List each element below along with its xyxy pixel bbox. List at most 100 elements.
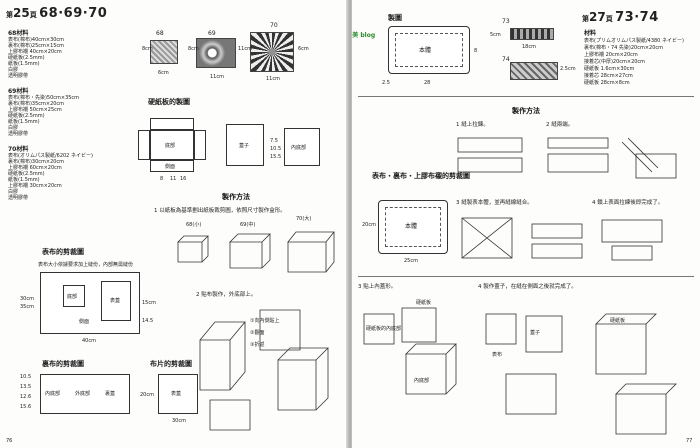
fabric-cut-lid: 表蓋 xyxy=(101,281,131,321)
right-step-4: 4 鎖上表面拉練後即完成了。 xyxy=(592,200,664,206)
right-step-1: 1 縫上拉鍊。 xyxy=(456,122,489,128)
right-cut-inner xyxy=(385,207,441,247)
right-label-cardboard-1: 硬紙板 xyxy=(416,300,432,306)
right-bottom-step-3: 3 貼上內蓋形。 xyxy=(358,284,397,290)
diagram-side-bottom: 側面 xyxy=(150,160,194,172)
material-line: 表布(棉布・先染)50cm×35cm xyxy=(8,95,80,101)
right-label-inner-cardboard: 硬紙板的內底部 xyxy=(366,326,402,332)
lining-dim-156: 15.6 xyxy=(20,404,32,410)
diagram-bottom-panel: 底部 xyxy=(150,130,194,160)
material-line: 硬紙板 28cm×8cm xyxy=(584,80,630,86)
photo-box-70 xyxy=(250,32,294,72)
right-bottom-step-4: 4 製作蓋子，在縫在側面之後就完成了。 xyxy=(478,284,577,290)
left-project-numbers: 68·69·70 xyxy=(39,6,108,21)
diagram-dim-75: 7.5 xyxy=(270,138,278,144)
fabric-cut-note: 表布大小依據要求加上縫份，內部無需縫份 xyxy=(38,262,134,268)
material-line: 表布(プリムオリムパス製紙/4380 ネイビー) xyxy=(584,38,684,44)
lining-dim-135: 13.5 xyxy=(20,384,32,390)
material-line: 紙板(1.5mm) xyxy=(8,119,40,125)
diagram-dim-105: 10.5 xyxy=(270,146,282,152)
right-diagram-title: 製圖 xyxy=(388,14,402,22)
photo-label-68: 68 xyxy=(156,30,164,37)
step-2-text: 2 貼布製作，外底部上。 xyxy=(196,292,257,298)
material-line: 透明膠帶 xyxy=(8,73,29,79)
right-diagram-dim-28: 28 xyxy=(424,80,431,86)
lining-label-outer: 外底部 xyxy=(75,391,91,397)
material-line: 透明膠帶 xyxy=(8,195,29,201)
cardboard-diagram-title: 硬紙板的製圖 xyxy=(148,98,190,106)
left-folio: 76 xyxy=(6,438,13,444)
fabric-cut-sheet: 底部 表蓋 側面 xyxy=(40,272,140,334)
diagram-lid-label: 蓋子 xyxy=(239,143,250,149)
material-line: 硬紙板 1.6cm×30cm xyxy=(584,66,635,72)
step2-note-2: ②翻面 xyxy=(250,330,265,336)
material-heading-68: 68材料 xyxy=(8,30,29,37)
diagram-inner-bottom-label: 內底部 xyxy=(291,145,307,151)
fabric-dim-40: 40cm xyxy=(82,338,96,344)
lining-label-lid: 裏蓋 xyxy=(105,391,116,397)
photo-box-73 xyxy=(510,28,554,40)
diagram-side-left xyxy=(138,130,150,160)
material-line: 硬紙板(2.5mm) xyxy=(8,55,45,61)
photo-70-width: 11cm xyxy=(266,76,280,82)
diagram-dim-11: 11 xyxy=(170,176,177,182)
diagram-side-label: 側面 xyxy=(165,164,176,170)
fabric-dim-15: 15cm xyxy=(142,300,156,306)
fabric-dim-35: 35cm xyxy=(20,304,34,310)
right-cut-center: 本體 xyxy=(405,223,418,230)
photo-box-68 xyxy=(150,40,178,64)
diagram-inner-bottom: 內底部 xyxy=(284,128,320,166)
photo-box-69 xyxy=(196,38,236,68)
material-line: 接着芯 28cm×27cm xyxy=(584,73,633,79)
photo-74-depth: 2.5cm xyxy=(560,66,576,72)
right-label-fabric: 表布 xyxy=(492,352,503,358)
left-materials-70: 70材料 表布(オリムパス製紙/6202 ネイビー)裏布(棉布)30cm×20c… xyxy=(8,146,93,201)
right-materials-heading: 材料 xyxy=(584,30,597,37)
cover-dim-20: 20cm xyxy=(140,392,154,398)
photo-70-height: 11cm xyxy=(238,46,252,52)
model-label-68: 68(小) xyxy=(186,222,202,228)
material-line: 上膠布襯 40cm×20cm xyxy=(8,49,62,55)
right-diagram-dim-8: 8 xyxy=(474,48,478,54)
model-label-69: 69(中) xyxy=(240,222,256,228)
method-title-right: 製作方法 xyxy=(512,107,540,115)
photo-73-width: 18cm xyxy=(522,44,536,50)
material-line: 透明膠帶 xyxy=(8,131,29,137)
material-line: 裏布(棉布)30cm×20cm xyxy=(8,159,65,165)
material-line: 白膠 xyxy=(8,189,19,195)
material-line: 白膠 xyxy=(8,125,19,131)
fabric-side-label: 側面 xyxy=(79,319,90,325)
photo-69-height: 8cm xyxy=(188,46,199,52)
step2-note-3: ③折返 xyxy=(250,342,265,348)
photo-label-73: 73 xyxy=(502,18,510,25)
diagram-lid: 蓋子 xyxy=(226,124,264,166)
photo-label-74: 74 xyxy=(502,56,510,63)
step1-box-illustrations xyxy=(177,231,335,273)
right-page: 製圖 本體 2.5 28 8 8 味美 blog 73 5cm 18cm 74 … xyxy=(352,0,700,448)
diagram-side-top xyxy=(150,118,194,130)
right-project-numbers: 73·74 xyxy=(615,10,659,25)
cover-label: 表蓋 xyxy=(171,391,182,397)
photo-label-70: 70 xyxy=(270,22,278,29)
right-cut-dim-20: 20cm xyxy=(362,222,376,228)
fabric-bottom-label: 底部 xyxy=(67,294,78,300)
material-line: 紙板(1.5mm) xyxy=(8,177,40,183)
diagram-dim-8: 8 xyxy=(160,176,164,182)
fabric-lid-label: 表蓋 xyxy=(110,298,121,304)
right-diagram-center: 本體 xyxy=(419,47,432,54)
right-cut-sheet: 本體 xyxy=(378,200,448,254)
diagram-side-right xyxy=(194,130,206,160)
material-line: 白膠 xyxy=(8,67,19,73)
right-folio: 77 xyxy=(686,438,693,444)
right-bottom-illustrations xyxy=(363,307,677,435)
right-step-2: 2 縫兩端。 xyxy=(546,122,574,128)
model-label-70: 70(大) xyxy=(296,216,312,222)
right-divider xyxy=(358,96,694,97)
right-cut-dim-25: 25cm xyxy=(404,258,418,264)
material-line: 表布(オリムパス製紙/6202 ネイビー) xyxy=(8,153,93,159)
photo-73-height: 5cm xyxy=(490,32,501,38)
diagram-dim-16: 16 xyxy=(180,176,187,182)
right-page-badge: 第27頁 73·74 xyxy=(582,10,659,25)
